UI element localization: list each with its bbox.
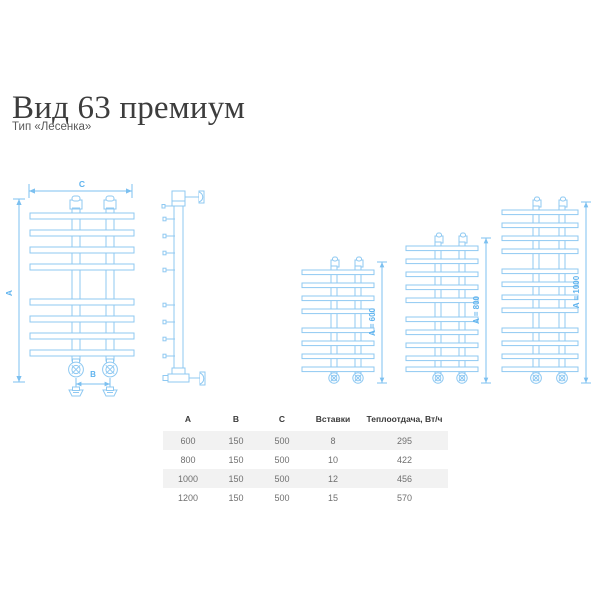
dimension-height xyxy=(377,261,387,384)
side-rung-stubs xyxy=(162,216,175,359)
cell-heat-output: 295 xyxy=(396,435,413,446)
side-view xyxy=(158,186,218,392)
cell-b: 150 xyxy=(228,473,244,484)
valve-wheel-right xyxy=(102,358,118,378)
variant-800-label: A = 800 xyxy=(472,295,481,323)
rungs xyxy=(405,245,479,373)
cell-heat-output: 456 xyxy=(396,473,413,484)
table-row: 600 150 500 8 295 xyxy=(163,431,448,450)
column-header-b: B xyxy=(232,414,240,424)
manifold-left xyxy=(532,205,540,374)
bottom-wall-bracket xyxy=(162,367,206,386)
dimension-a xyxy=(13,198,25,383)
variant-view-1000: A = 1000 xyxy=(488,192,596,400)
cell-a: 800 xyxy=(180,454,196,465)
valve-wheel-left xyxy=(530,372,542,384)
cell-heat-output: 570 xyxy=(396,492,413,503)
cell-b: 150 xyxy=(228,492,244,503)
cell-c: 500 xyxy=(274,492,290,503)
manifold-right xyxy=(558,205,566,374)
variant-view-800: A = 800 xyxy=(394,228,494,400)
cell-b: 150 xyxy=(228,435,244,446)
dimension-a-label: A xyxy=(4,290,14,296)
table-header-row: A B C Вставки Теплоотдача, Вт/ч xyxy=(163,410,448,431)
valve-wheel-right xyxy=(556,372,568,384)
variant-600-label: A = 600 xyxy=(368,307,377,335)
rungs xyxy=(301,269,375,373)
page-title: Вид 63 премиум xyxy=(12,90,246,127)
rung-group-upper xyxy=(29,212,135,271)
table-row: 1000 150 500 12 456 xyxy=(163,469,448,488)
dimension-b-label: B xyxy=(90,370,96,379)
top-wall-bracket xyxy=(161,190,205,209)
cell-heat-output: 422 xyxy=(396,454,413,465)
cell-c: 500 xyxy=(274,473,290,484)
table-row: 800 150 500 10 422 xyxy=(163,450,448,469)
specification-table: A B C Вставки Теплоотдача, Вт/ч 600 150 … xyxy=(163,410,448,507)
valve-wheel-left xyxy=(68,358,84,378)
cell-c: 500 xyxy=(274,454,290,465)
page-subtitle: Тип «Лесенка» xyxy=(12,121,92,133)
column-header-inserts: Вставки xyxy=(315,414,351,424)
column-header-heat-output: Теплоотдача, Вт/ч xyxy=(366,414,443,424)
dimension-height xyxy=(581,201,591,384)
cell-c: 500 xyxy=(274,435,290,446)
cell-inserts: 10 xyxy=(327,454,338,465)
valve-wheel-right xyxy=(456,372,468,384)
bottom-connector-left xyxy=(68,386,84,397)
cell-a: 600 xyxy=(180,435,196,446)
dimension-c xyxy=(28,184,133,198)
cell-a: 1200 xyxy=(177,492,199,503)
dimension-c-label: C xyxy=(79,179,85,189)
dimension-b xyxy=(75,378,111,388)
column-header-a: A xyxy=(184,414,192,424)
bottom-connector-right xyxy=(102,386,118,397)
dimension-height xyxy=(481,237,491,384)
cell-a: 1000 xyxy=(177,473,199,484)
valve-wheel-right xyxy=(352,372,364,384)
rungs xyxy=(501,209,579,373)
column-header-c: C xyxy=(278,414,286,424)
cell-inserts: 8 xyxy=(330,435,336,446)
cell-inserts: 12 xyxy=(327,473,338,484)
variant-view-600: A = 600 xyxy=(290,252,390,400)
table-row: 1200 150 500 15 570 xyxy=(163,488,448,507)
side-pipe xyxy=(173,198,184,376)
main-front-view: C A B xyxy=(4,176,154,398)
variant-1000-label: A = 1000 xyxy=(572,275,581,308)
valve-wheel-left xyxy=(432,372,444,384)
cell-inserts: 15 xyxy=(327,492,338,503)
cell-b: 150 xyxy=(228,454,244,465)
valve-wheel-left xyxy=(328,372,340,384)
rung-group-lower xyxy=(29,298,135,357)
